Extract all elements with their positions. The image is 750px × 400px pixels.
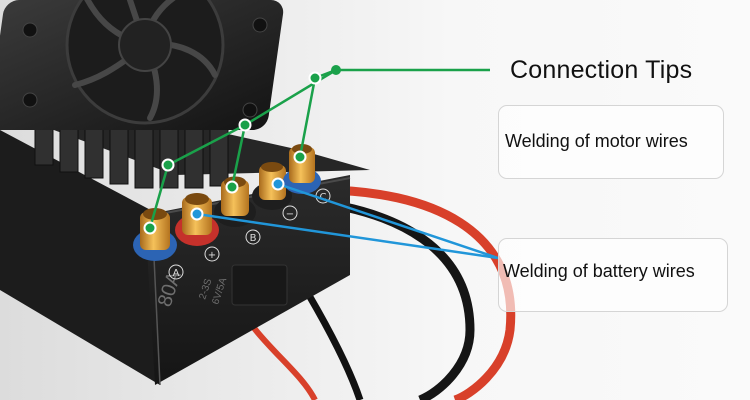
motor-wires-label: Welding of motor wires bbox=[505, 131, 688, 151]
esc-side bbox=[0, 130, 160, 385]
battery-line-positive bbox=[196, 212, 499, 260]
fan-screw-br bbox=[242, 102, 258, 118]
terminal-mark-a: A bbox=[173, 268, 180, 279]
motor-line-c bbox=[298, 68, 490, 158]
motor-line-a bbox=[148, 68, 337, 229]
motor-callout-points bbox=[143, 65, 341, 235]
battery-line-negative bbox=[277, 182, 499, 260]
battery-callout-points bbox=[190, 177, 285, 221]
fan-screw-tl bbox=[22, 22, 38, 38]
terminal-mark-c: C bbox=[320, 192, 327, 203]
fan-hub bbox=[118, 18, 172, 72]
connection-tips-title: Connection Tips bbox=[510, 56, 693, 84]
battery-wires-label: Welding of battery wires bbox=[503, 261, 695, 281]
receiver-plug bbox=[231, 264, 288, 306]
esc-body: 80A 2-3S 6V/5A bbox=[0, 94, 370, 386]
battery-callout bbox=[196, 182, 499, 260]
motor-line-b bbox=[230, 124, 247, 188]
fan-screw-tr bbox=[252, 17, 268, 33]
terminal-mark-b: B bbox=[250, 233, 257, 244]
motor-callout bbox=[148, 68, 490, 229]
battery-label-box bbox=[498, 238, 728, 312]
fan-screw-bl bbox=[22, 92, 38, 108]
cooling-fan bbox=[0, 0, 284, 130]
motor-label-box bbox=[498, 105, 724, 179]
terminal-mark-positive: + bbox=[208, 250, 216, 261]
terminal-mark-negative: − bbox=[286, 209, 294, 220]
